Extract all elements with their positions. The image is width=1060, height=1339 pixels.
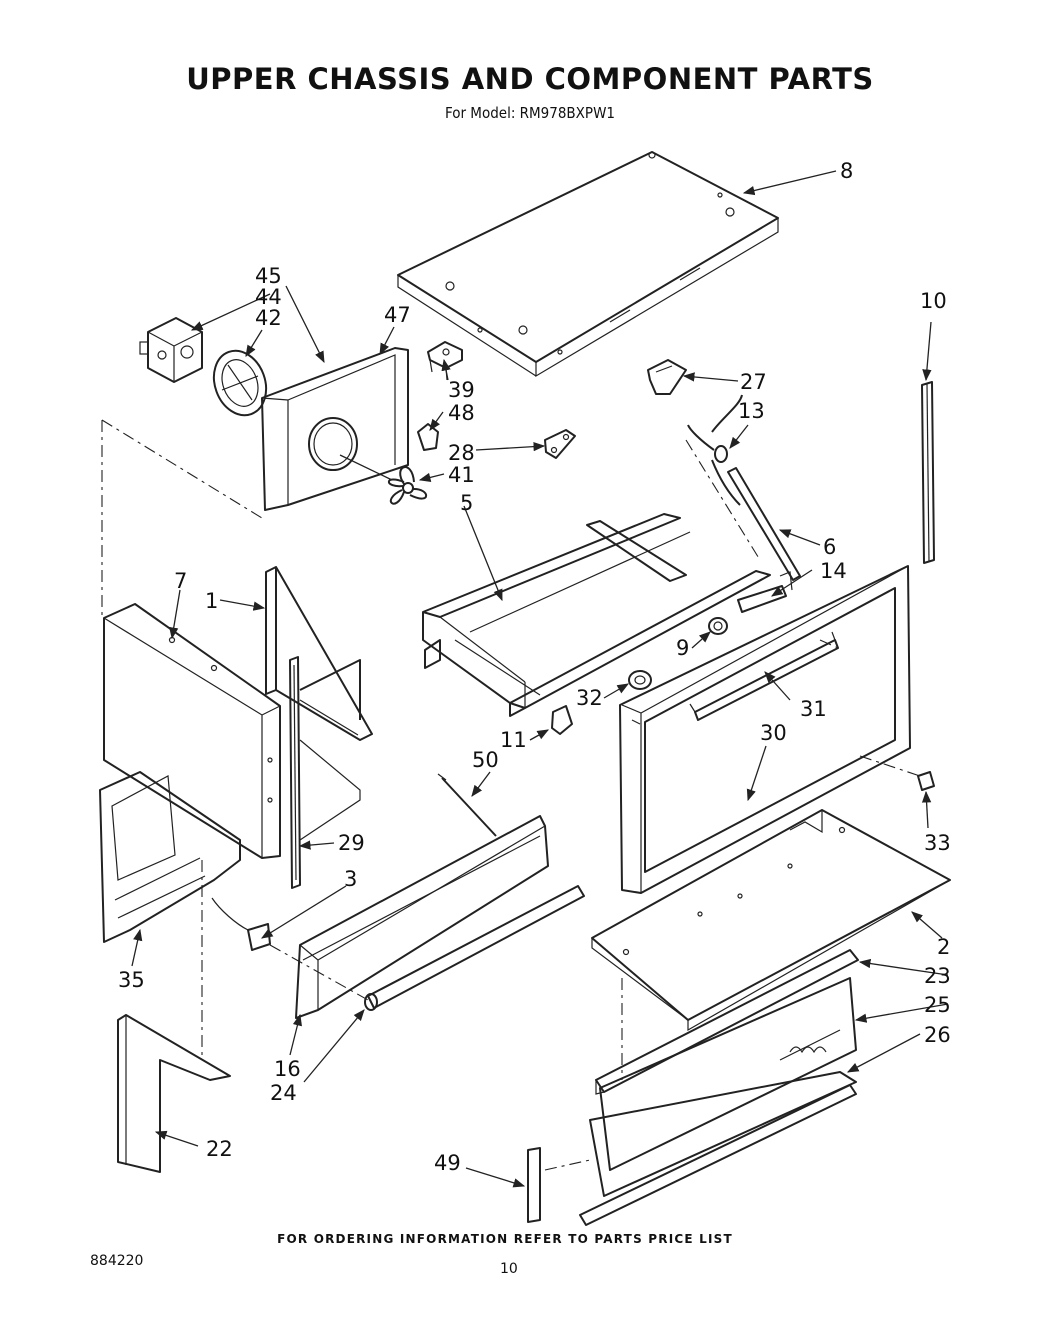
probe [437,773,497,837]
callout-41: 41 [448,463,475,487]
callout-30: 30 [760,721,787,745]
callout-16: 16 [274,1057,301,1081]
callout-9: 9 [676,636,689,660]
callout-14: 14 [820,559,847,583]
alignment-lines [101,419,921,1171]
callout-24: 24 [270,1081,297,1105]
callout-2: 2 [937,935,950,959]
model-line: For Model: RM978BXPW1 [444,104,615,122]
leader-lines [131,170,949,1188]
hinge-bracket [647,359,687,395]
lamp-tube [364,885,585,1011]
control-knob [628,670,652,690]
gasket-strip [289,656,301,889]
fan-motor [139,317,203,383]
callout-44: 44 [255,285,282,309]
callout-32: 32 [576,686,603,710]
callout-47: 47 [384,303,411,327]
document-number: 884220 [90,1253,144,1269]
vertical-trim-strip [921,381,935,564]
support-post [527,1147,541,1223]
base-plate [99,771,241,943]
fan-blade [387,466,428,505]
bumper [917,771,935,791]
callout-labels: 8 10 45 44 42 47 39 48 28 41 27 13 5 6 1… [118,159,951,1175]
callout-10: 10 [920,289,947,313]
page-number: 10 [500,1261,518,1277]
callout-22: 22 [206,1137,233,1161]
callout-6: 6 [823,535,836,559]
callout-11: 11 [500,728,527,752]
shroud-bracket [427,341,463,381]
bottom-trim [579,1071,857,1226]
callout-13: 13 [738,399,765,423]
knob [708,617,728,635]
top-cover-plate [397,151,779,378]
side-bracket [265,566,373,841]
callout-31: 31 [800,697,827,721]
callout-48: 48 [448,401,475,425]
lower-side-panel [117,1014,231,1173]
callout-1: 1 [205,589,218,613]
ordering-note: FOR ORDERING INFORMATION REFER TO PARTS … [277,1232,733,1246]
callout-27: 27 [740,370,767,394]
door-frame [619,565,911,894]
callout-28: 28 [448,441,475,465]
callout-33: 33 [924,831,951,855]
clip [417,423,439,451]
callout-3: 3 [344,867,357,891]
cabinet-panel [103,603,281,859]
small-bracket [544,429,576,459]
fan-ring [212,349,268,417]
callout-7: 7 [174,569,187,593]
fan-shroud [261,347,409,511]
callout-26: 26 [924,1023,951,1047]
callout-50: 50 [472,748,499,772]
rail-frame [422,513,771,717]
page-title: UPPER CHASSIS AND COMPONENT PARTS [186,62,874,96]
callout-29: 29 [338,831,365,855]
callout-39: 39 [448,378,475,402]
bottom-plate [591,809,951,1032]
nameplate-panel [599,977,857,1171]
callout-5: 5 [460,491,473,515]
callout-49: 49 [434,1151,461,1175]
callout-8: 8 [840,159,853,183]
switch-harness [211,897,271,951]
callout-25: 25 [924,993,951,1017]
callout-42: 42 [255,306,282,330]
cable-assembly [687,394,801,581]
callout-35: 35 [118,968,145,992]
lamp-channel [295,815,549,1019]
callout-23: 23 [924,964,951,988]
callout-45: 45 [255,264,282,288]
rail-bracket [551,705,573,735]
